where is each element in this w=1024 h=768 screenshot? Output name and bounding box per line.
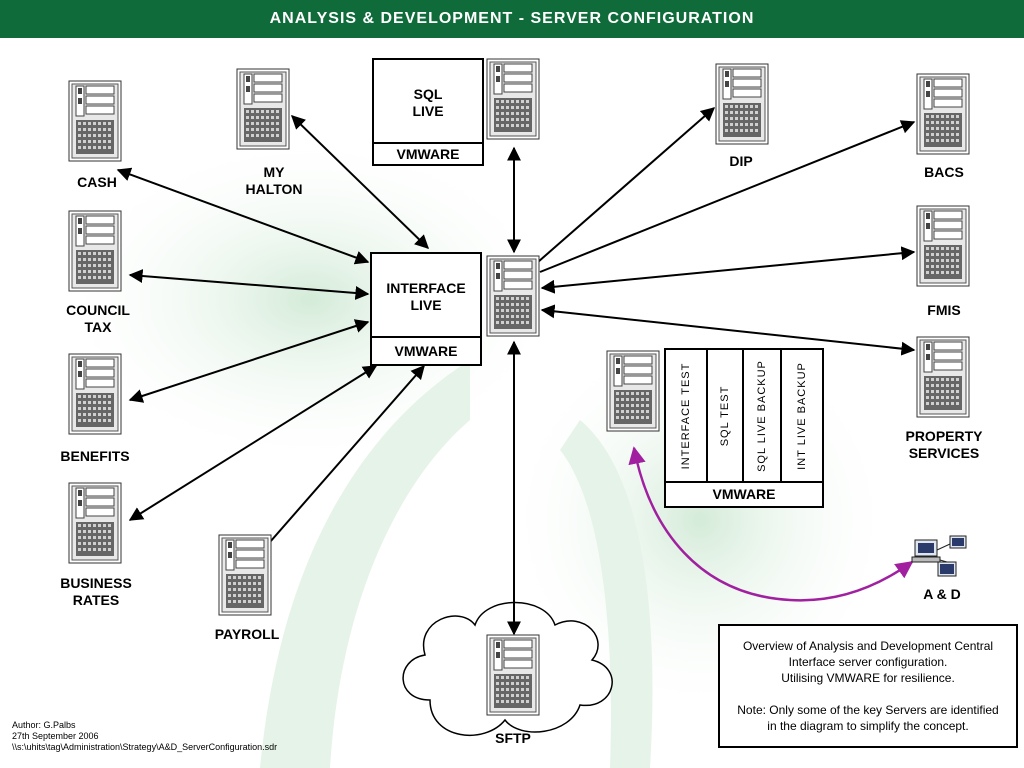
interfacelive-server-icon bbox=[486, 255, 540, 337]
businessrates-server-icon bbox=[68, 482, 122, 564]
cluster-col-label: SQL TEST bbox=[719, 385, 731, 447]
link-ad bbox=[628, 446, 914, 602]
sftp-label: SFTP bbox=[495, 730, 531, 746]
property-label-1: PROPERTY bbox=[905, 428, 983, 444]
businessrates-label: BUSINESS RATES bbox=[52, 575, 140, 609]
property-label: PROPERTY SERVICES bbox=[894, 428, 994, 462]
fmis-server-icon bbox=[916, 205, 970, 287]
cluster-col-int-live-backup: INT LIVE BACKUP bbox=[782, 350, 822, 483]
fmis-label: FMIS bbox=[927, 302, 961, 318]
benefits-label: BENEFITS bbox=[60, 448, 130, 464]
link-businessrates bbox=[128, 365, 378, 521]
link-myhalton bbox=[290, 115, 430, 249]
cluster-col-label: INTERFACE TEST bbox=[680, 362, 692, 470]
businessrates-label-2: RATES bbox=[72, 592, 120, 608]
sqllive-server-icon bbox=[486, 58, 540, 140]
cash-server-icon bbox=[68, 80, 122, 162]
ad-label: A & D bbox=[923, 586, 961, 602]
author-path: \\s:\uhits\tag\Administration\Strategy\A… bbox=[12, 742, 278, 752]
interface-live-label-2: LIVE bbox=[410, 297, 442, 313]
link-fmis bbox=[540, 246, 916, 294]
sql-live-box: SQL LIVE VMWARE bbox=[372, 58, 484, 166]
link-payroll bbox=[269, 364, 425, 543]
note-line: Utilising VMWARE for resilience. bbox=[781, 671, 955, 685]
test-cluster-vmware-label: VMWARE bbox=[666, 481, 822, 506]
cash-label: CASH bbox=[77, 174, 117, 190]
note-line: in the diagram to simplify the concept. bbox=[767, 719, 969, 733]
businessrates-label-1: BUSINESS bbox=[60, 575, 132, 591]
myhalton-server-icon bbox=[236, 68, 290, 150]
counciltax-label-2: TAX bbox=[84, 319, 112, 335]
workstations-icon bbox=[911, 535, 967, 577]
benefits-server-icon bbox=[68, 353, 122, 435]
note-line: Note: Only some of the key Servers are i… bbox=[737, 703, 999, 717]
link-benefits bbox=[128, 319, 370, 403]
diagram-title: ANALYSIS & DEVELOPMENT - SERVER CONFIGUR… bbox=[0, 0, 1024, 38]
property-label-2: SERVICES bbox=[908, 445, 980, 461]
sql-live-label-2: LIVE bbox=[412, 103, 444, 119]
myhalton-label-2: HALTON bbox=[245, 181, 303, 197]
cluster-col-interface-test: INTERFACE TEST bbox=[666, 350, 708, 483]
sql-live-label-1: SQL bbox=[413, 86, 443, 102]
myhalton-label-1: MY bbox=[263, 164, 285, 180]
myhalton-label: MY HALTON bbox=[234, 164, 314, 198]
link-counciltax bbox=[128, 269, 370, 300]
cluster-col-label: INT LIVE BACKUP bbox=[796, 362, 808, 470]
property-server-icon bbox=[916, 336, 970, 418]
sftp-server-icon bbox=[486, 634, 540, 716]
cluster-col-sql-live-backup: SQL LIVE BACKUP bbox=[744, 350, 782, 483]
payroll-server-icon bbox=[218, 534, 272, 616]
counciltax-label: COUNCIL TAX bbox=[56, 302, 140, 336]
testcluster-server-icon bbox=[606, 350, 660, 432]
overview-note: Overview of Analysis and Development Cen… bbox=[718, 624, 1018, 748]
bacs-label: BACS bbox=[924, 164, 964, 180]
author-block: Author: G.Palbs 27th September 2006 \\s:… bbox=[12, 720, 277, 753]
interface-live-box: INTERFACE LIVE VMWARE bbox=[370, 252, 482, 366]
note-line: Interface server configuration. bbox=[788, 655, 948, 669]
note-line: Overview of Analysis and Development Cen… bbox=[742, 639, 994, 653]
author-date: 27th September 2006 bbox=[12, 731, 99, 741]
dip-server-icon bbox=[715, 63, 769, 145]
sql-live-vmware-label: VMWARE bbox=[374, 142, 482, 164]
payroll-label: PAYROLL bbox=[214, 626, 280, 642]
cluster-col-sql-test: SQL TEST bbox=[708, 350, 744, 483]
interface-live-vmware-label: VMWARE bbox=[372, 336, 480, 364]
link-dip bbox=[537, 107, 716, 263]
interface-live-label-1: INTERFACE bbox=[386, 280, 466, 296]
cluster-col-label: SQL LIVE BACKUP bbox=[756, 360, 768, 472]
author-name: Author: G.Palbs bbox=[12, 720, 76, 730]
dip-label: DIP bbox=[729, 153, 753, 169]
counciltax-label-1: COUNCIL bbox=[66, 302, 130, 318]
test-cluster-box: INTERFACE TEST SQL TEST SQL LIVE BACKUP … bbox=[664, 348, 824, 508]
bacs-server-icon bbox=[916, 73, 970, 155]
counciltax-server-icon bbox=[68, 210, 122, 292]
link-property bbox=[540, 304, 916, 356]
